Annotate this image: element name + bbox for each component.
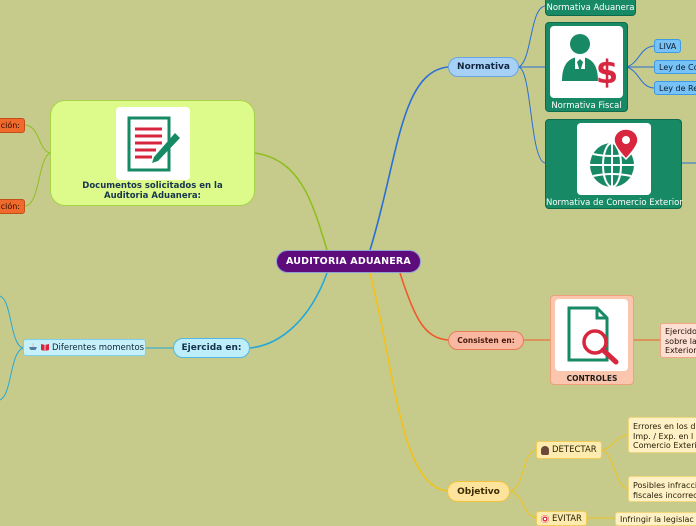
svg-text:$: $ bbox=[595, 53, 617, 91]
line-documentos-leaf2 bbox=[24, 152, 51, 207]
line-central-consisten bbox=[399, 272, 449, 341]
evitar-node[interactable]: EVITAR bbox=[536, 511, 587, 526]
line-normativa-comercio bbox=[518, 66, 546, 164]
detective-icon bbox=[541, 445, 549, 455]
normativa-fiscal-caption: Normativa Fiscal bbox=[551, 101, 622, 111]
normativa-aduanera-card[interactable]: Normativa Aduanera bbox=[545, 0, 636, 16]
ejercida-node[interactable]: Ejercida en: bbox=[173, 338, 250, 358]
line-fiscal-leaf1 bbox=[626, 45, 655, 68]
detectar-label: DETECTAR bbox=[552, 445, 597, 455]
diferentes-momentos-label: Diferentes momentos bbox=[52, 342, 145, 353]
central-topic[interactable]: AUDITORIA ADUANERA bbox=[276, 250, 421, 273]
line-central-documentos bbox=[254, 152, 328, 251]
fiscal-leaf-liva[interactable]: LIVA bbox=[654, 39, 681, 53]
ship-icon bbox=[28, 342, 38, 353]
detectar-leaf-infracciones[interactable]: Posibles infracci fiscales incorrec bbox=[628, 476, 696, 502]
normativa-aduanera-caption: Normativa Aduanera bbox=[546, 3, 635, 13]
controles-caption: CONTROLES bbox=[566, 374, 618, 383]
normativa-comercio-caption: Normativa de Comercio Exterior bbox=[546, 198, 683, 208]
normativa-node[interactable]: Normativa bbox=[448, 57, 519, 77]
line-fiscal-leaf3 bbox=[626, 66, 655, 89]
document-search-icon bbox=[555, 299, 628, 371]
objetivo-node[interactable]: Objetivo bbox=[447, 481, 510, 502]
central-topic-label: AUDITORIA ADUANERA bbox=[286, 256, 411, 267]
line-detectar-leaf2 bbox=[601, 449, 629, 490]
documentos-caption: Documentos solicitados en la Auditoria A… bbox=[82, 181, 223, 201]
detectar-node[interactable]: DETECTAR bbox=[536, 441, 602, 459]
controles-card[interactable]: CONTROLES bbox=[550, 295, 634, 385]
detectar-leaf-errores[interactable]: Errores en los d Imp. / Exp. en l Comerc… bbox=[628, 417, 696, 453]
line-normativa-aduanera bbox=[518, 5, 546, 68]
person-dollar-icon: $ bbox=[550, 26, 623, 98]
line-momentos-down bbox=[0, 347, 24, 401]
normativa-fiscal-card[interactable]: $ Normativa Fiscal bbox=[545, 22, 628, 112]
evitar-label: EVITAR bbox=[552, 513, 582, 524]
line-central-normativa bbox=[369, 66, 449, 251]
line-objetivo-evitar bbox=[509, 490, 537, 519]
fiscal-leaf-ley-co[interactable]: Ley de Co bbox=[654, 60, 696, 74]
consisten-node[interactable]: Consisten en: bbox=[448, 331, 524, 350]
documentos-leaf-2-label: ción: bbox=[0, 202, 20, 211]
line-objetivo-detectar bbox=[509, 449, 537, 492]
fiscal-leaf-ley-re-label: Ley de Re bbox=[659, 83, 696, 93]
ejercida-label: Ejercida en: bbox=[181, 343, 242, 353]
consisten-leaf-text: Ejercido sobre la Exterior bbox=[665, 327, 696, 355]
documentos-node[interactable]: Documentos solicitados en la Auditoria A… bbox=[50, 100, 255, 206]
documentos-leaf-2[interactable]: ción: bbox=[0, 199, 25, 214]
consisten-label: Consisten en: bbox=[457, 336, 515, 345]
evitar-leaf[interactable]: Infringir la legislac bbox=[615, 512, 696, 526]
book-icon bbox=[40, 342, 50, 353]
consisten-leaf[interactable]: Ejercido sobre la Exterior bbox=[660, 323, 696, 358]
objetivo-label: Objetivo bbox=[457, 486, 500, 497]
fiscal-leaf-ley-co-label: Ley de Co bbox=[659, 62, 696, 72]
line-central-ejercida bbox=[249, 272, 328, 349]
detectar-leaf-errores-text: Errores en los d Imp. / Exp. en l Comerc… bbox=[633, 422, 696, 450]
fiscal-leaf-ley-re[interactable]: Ley de Re bbox=[654, 81, 696, 95]
normativa-label: Normativa bbox=[457, 62, 510, 72]
documentos-leaf-1-label: ción: bbox=[0, 121, 20, 130]
documentos-leaf-1[interactable]: ción: bbox=[0, 118, 25, 133]
line-central-objetivo bbox=[369, 272, 448, 492]
target-icon bbox=[541, 514, 549, 523]
document-pen-icon bbox=[116, 107, 190, 180]
normativa-comercio-card[interactable]: Normativa de Comercio Exterior bbox=[545, 119, 683, 209]
line-detectar-leaf1 bbox=[601, 434, 629, 451]
diferentes-momentos-node[interactable]: Diferentes momentos bbox=[23, 339, 146, 356]
line-momentos-up bbox=[0, 295, 24, 349]
line-documentos-leaf1 bbox=[24, 124, 51, 154]
detectar-leaf-infracciones-text: Posibles infracci fiscales incorrec bbox=[633, 481, 696, 500]
globe-pin-icon bbox=[577, 123, 651, 195]
fiscal-leaf-liva-label: LIVA bbox=[659, 41, 677, 51]
